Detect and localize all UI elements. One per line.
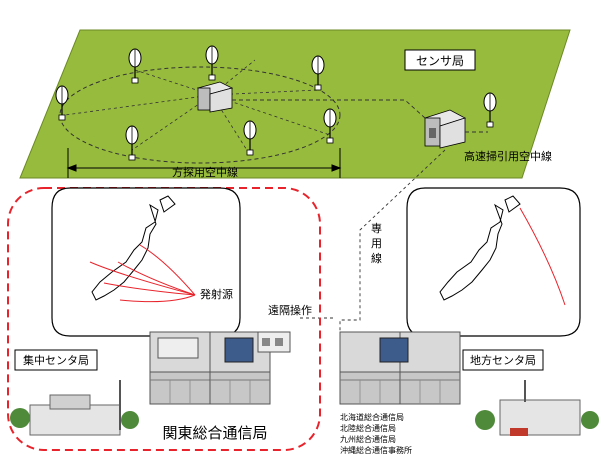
shelter-icon <box>196 81 234 113</box>
regional-building-icon <box>475 380 599 436</box>
auxiliary-panel-icon <box>257 331 291 353</box>
direction-finding-antenna-label: 方探用空中線 <box>172 165 238 179</box>
svg-text:用: 用 <box>371 237 382 250</box>
regional-map-bubble <box>406 187 581 353</box>
antenna-ring <box>59 66 341 164</box>
emission-bearing <box>519 207 566 306</box>
regional-bureau-item: 北陸総合通信局 <box>340 423 396 433</box>
regional-station-box <box>462 349 544 371</box>
dimension-line <box>66 148 342 178</box>
central-building-icon <box>10 380 139 436</box>
remote-operation-label: 遠隔操作 <box>268 303 312 317</box>
svg-text:専: 専 <box>371 222 382 235</box>
emission-source-label: 発射源 <box>200 287 233 301</box>
sensor-station-label: センサ局 <box>416 54 464 68</box>
sensor-station-box <box>404 49 476 71</box>
regional-bureau-item: 北海道総合通信局 <box>340 412 404 422</box>
regional-bureau-item: 沖縄総合通信事務所 <box>340 445 412 455</box>
dedicated-line-label: 専 用 線 <box>371 222 382 265</box>
highspeed-antenna-label: 高速掃引用空中線 <box>464 149 552 163</box>
central-station-label: 集中センタ局 <box>23 353 89 367</box>
regional-bureau-list: 北海道総合通信局 北陸総合通信局 九州総合通信局 沖縄総合通信事務所 <box>340 412 412 455</box>
emission-bearings <box>89 244 196 303</box>
regional-station-label: 地方センタ局 <box>470 353 536 367</box>
regional-console-icon <box>339 331 461 405</box>
central-console-icon <box>149 331 271 405</box>
japan-map-icon <box>439 195 521 301</box>
svg-text:線: 線 <box>371 251 382 265</box>
central-station-box <box>14 349 98 371</box>
regional-bureau-item: 九州総合通信局 <box>340 434 396 444</box>
central-map-bubble <box>51 187 241 353</box>
kanto-bureau-label: 関東総合通信局 <box>162 424 267 442</box>
remote-shelter-icon <box>423 109 467 149</box>
field-links <box>232 99 488 133</box>
